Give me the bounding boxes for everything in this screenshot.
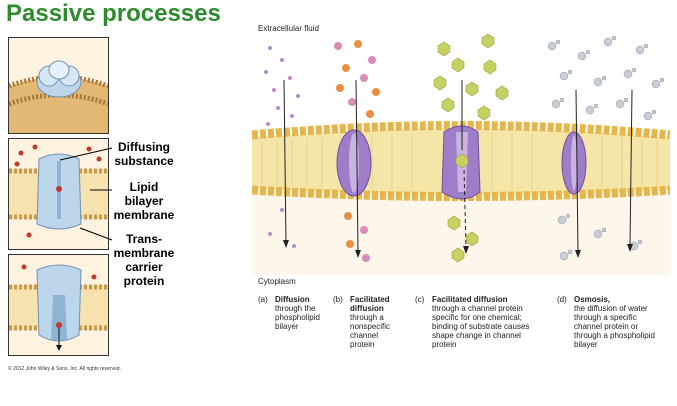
osmosis-arrow-channel	[575, 89, 579, 253]
caption-a-text: through the phospholipid bilayer	[275, 304, 320, 331]
carrier-open-illustration	[9, 139, 108, 249]
lipid-tail-lines	[261, 133, 658, 191]
osmosis-arrowhead-bilayer	[627, 244, 633, 252]
caption-d-title: Osmosis,	[574, 295, 611, 304]
carrier-top-illustration	[9, 38, 108, 133]
caption-c-title: Facilitated diffusion	[432, 295, 508, 304]
label-diffusing-substance: Diffusing substance	[114, 140, 174, 168]
diffusion-arrowhead-b	[355, 250, 361, 258]
caption-c-letter: (c)	[415, 295, 425, 304]
carrier-release-illustration	[9, 255, 108, 355]
osmosis-arrow-bilayer	[629, 89, 633, 247]
caption-a-title: Diffusion	[275, 295, 310, 304]
label-pointer-lines	[59, 147, 113, 241]
facilitated-molecules-b	[334, 40, 380, 262]
nonspecific-channel-protein	[336, 129, 372, 197]
small-molecules-a	[264, 46, 300, 248]
cytoplasm-label: Cytoplasm	[258, 277, 296, 286]
extracellular-label: Extracellular fluid	[258, 24, 319, 33]
panel-carrier-top	[8, 37, 109, 134]
caption-c-text: through a channel protein specific for o…	[432, 304, 530, 349]
water-molecules-d	[547, 35, 665, 261]
diffusion-arrowhead-c	[463, 246, 469, 254]
caption-b-letter: (b)	[333, 295, 343, 304]
caption-b-title: Facilitated diffusion	[350, 295, 390, 313]
label-lipid-bilayer: Lipid bilayer membrane	[113, 180, 175, 222]
diffusion-arrow-c-bottom	[463, 169, 467, 249]
caption-d-text: the diffusion of water through a specifi…	[574, 304, 655, 349]
membrane-diagram	[252, 33, 670, 275]
label-transmembrane-protein: Trans-membrane carrier protein	[113, 232, 175, 288]
diffusion-arrow-b	[355, 79, 359, 253]
copyright-notice: © 2012 John Wiley & Sons, Inc. All right…	[8, 366, 121, 372]
caption-d-letter: (d)	[557, 295, 567, 304]
hexagon-molecules-c	[433, 33, 509, 263]
osmosis-arrowhead-channel	[575, 250, 581, 258]
page-title: Passive processes	[6, 0, 221, 27]
diffusion-arrow-a	[283, 79, 287, 243]
panel-carrier-release	[8, 254, 109, 356]
panel-carrier-open	[8, 138, 109, 250]
diffusion-arrowhead-a	[283, 240, 289, 248]
aquaporin-protein	[561, 131, 587, 195]
caption-a-letter: (a)	[258, 295, 268, 304]
caption-b-text: through a nonspecific channel protein	[350, 313, 391, 349]
